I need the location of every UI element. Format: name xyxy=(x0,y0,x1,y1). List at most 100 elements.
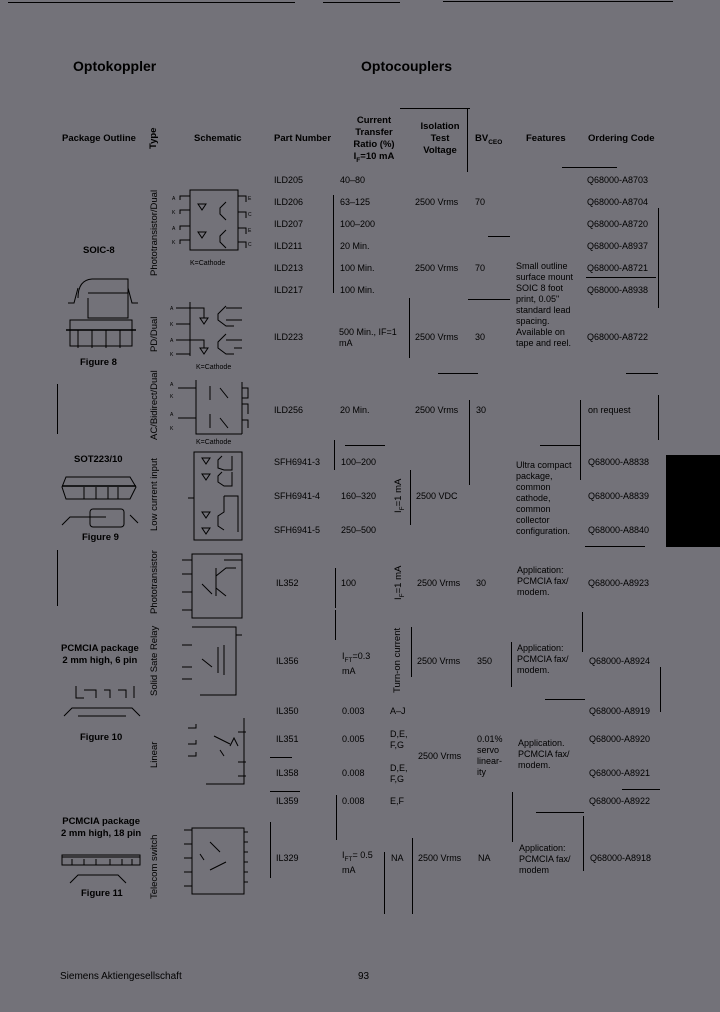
features-soic: Small outline surface mount SOIC 8 foot … xyxy=(516,261,574,348)
header-iso-line2: Test xyxy=(430,133,450,144)
feat-col-rule-2 xyxy=(582,612,583,652)
part-sfh6941-4: SFH6941-4 xyxy=(274,491,321,501)
package-divider-2 xyxy=(57,550,58,606)
type-linear: Linear xyxy=(149,741,160,768)
svg-text:A: A xyxy=(172,226,176,232)
package-sot223-figure: Figure 9 xyxy=(82,532,119,543)
header-isolation: Isolation Test Voltage xyxy=(414,121,466,157)
svg-text:K: K xyxy=(170,426,174,432)
package-pcmcia18-line1: PCMCIA package xyxy=(62,816,141,827)
code-sfh6941-3: Q68000-A8838 xyxy=(588,457,650,467)
svg-text:A: A xyxy=(170,306,174,312)
iso-col-rule-1 xyxy=(409,298,410,358)
bv-col-rule-1 xyxy=(469,400,470,485)
part-ild207: ILD207 xyxy=(274,219,304,229)
part-ild213: ILD213 xyxy=(274,263,304,273)
top-rule-2 xyxy=(323,2,400,3)
code-sfh6941-4: Q68000-A8839 xyxy=(588,491,650,501)
row-rule-7 xyxy=(540,445,580,446)
iso-sfh6941: 2500 VDC xyxy=(416,491,458,501)
ctr-ild211: 20 Min. xyxy=(340,241,370,251)
package-pcmcia18-figure: Figure 11 xyxy=(81,888,123,899)
code-ild217: Q68000-A8938 xyxy=(587,285,649,295)
package-divider-1 xyxy=(57,384,58,434)
ctr-ild207: 100–200 xyxy=(340,219,376,229)
header-schematic: Schematic xyxy=(194,133,242,144)
svg-text:E: E xyxy=(248,228,252,234)
iso-il329: 2500 Vrms xyxy=(418,853,462,863)
ctr-ild206: 63–125 xyxy=(340,197,371,207)
row-rule-3 xyxy=(468,299,510,300)
row-rule-13 xyxy=(536,812,584,813)
row-rule-6 xyxy=(345,445,385,446)
part-ild205: ILD205 xyxy=(274,175,304,185)
features-il356: Application: PCMCIA fax/ modem. xyxy=(517,643,569,675)
grade-il329: NA xyxy=(391,853,404,863)
svg-text:C: C xyxy=(248,212,252,218)
ctr-ild217: 100 Min. xyxy=(340,285,375,295)
code-ild207: Q68000-A8720 xyxy=(587,219,649,229)
part-ild211: ILD211 xyxy=(274,241,303,251)
schematic-ssr-icon xyxy=(182,626,242,696)
header-ordering-code: Ordering Code xyxy=(588,133,655,144)
svg-text:K: K xyxy=(170,352,174,358)
sot223-package-drawing-icon xyxy=(61,476,139,528)
grade-col-rule xyxy=(384,852,385,914)
header-top-rule xyxy=(400,108,470,109)
part-il359: IL359 xyxy=(276,796,299,806)
header-iso-line3: Voltage xyxy=(423,145,457,156)
svg-text:A: A xyxy=(170,382,174,388)
code-ild205: Q68000-A8703 xyxy=(587,175,649,185)
svg-text:C: C xyxy=(248,242,252,248)
iso-col-rule-2 xyxy=(410,470,411,525)
code-ild256: on request xyxy=(588,405,631,415)
code-ild223: Q68000-A8722 xyxy=(587,332,649,342)
code-ild206: Q68000-A8704 xyxy=(587,197,649,207)
package-pcmcia6-line1: PCMCIA package xyxy=(61,643,139,654)
svg-text:K: K xyxy=(170,394,174,400)
features-il352: Application: PCMCIA fax/ modem. xyxy=(517,565,569,597)
iso-il352: 2500 Vrms xyxy=(417,578,461,588)
features-sot: Ultra compact package, common cathode, c… xyxy=(516,460,572,536)
ctr-sfh6941-5: 250–500 xyxy=(341,525,377,535)
feat-col-rule-1 xyxy=(511,642,512,687)
code-col-rule-2 xyxy=(580,400,581,480)
header-iso-line1: Isolation xyxy=(420,121,460,132)
package-pcmcia6-line2: 2 mm high, 6 pin xyxy=(62,655,138,666)
code-il358: Q68000-A8921 xyxy=(589,768,651,778)
row-rule-5 xyxy=(438,373,478,374)
package-soic8-figure: Figure 8 xyxy=(80,357,117,368)
iso-linear: 2500 Vrms xyxy=(418,751,462,761)
type-pd-dual: PD/Dual xyxy=(149,316,160,352)
iso-ild213: 2500 Vrms xyxy=(415,263,459,273)
iso-col-rule-3 xyxy=(411,627,412,677)
ctr-col-rule-3 xyxy=(335,568,336,608)
top-rule-3 xyxy=(443,1,673,2)
svg-text:A: A xyxy=(170,338,174,344)
svg-text:E: E xyxy=(248,196,252,202)
iso-il356: 2500 Vrms xyxy=(417,656,461,666)
part-il352: IL352 xyxy=(276,578,299,588)
ctr-sfh6941-4: 160–320 xyxy=(341,491,377,501)
svg-text:A: A xyxy=(172,196,176,202)
package-pcmcia6-name: PCMCIA package 2 mm high, 6 pin xyxy=(61,643,139,667)
type-ac-dual: AC/Bidirect/Dual xyxy=(149,370,160,440)
part-sfh6941-5: SFH6941-5 xyxy=(274,525,321,535)
code-il359: Q68000-A8922 xyxy=(589,796,651,806)
header-ctr-line3: Ratio (%) xyxy=(353,139,395,150)
code-il352: Q68000-A8923 xyxy=(588,578,650,588)
cond-turn-on-current: Turn-on current xyxy=(392,627,403,693)
part-il356: IL356 xyxy=(276,656,299,666)
schematic-telecom-icon xyxy=(184,827,248,895)
bv-ild206: 70 xyxy=(475,197,486,207)
grade-il351: D,E, F,G xyxy=(390,729,408,750)
bv-il356: 350 xyxy=(477,656,493,666)
cond-phototransistor: IF=1 mA xyxy=(393,565,406,600)
soic8-package-drawing-icon xyxy=(66,278,138,348)
header-ctr-line1: Current xyxy=(356,115,392,126)
cond-low-current: IF=1 mA xyxy=(393,478,406,513)
ctr-ild213: 100 Min. xyxy=(340,263,375,273)
